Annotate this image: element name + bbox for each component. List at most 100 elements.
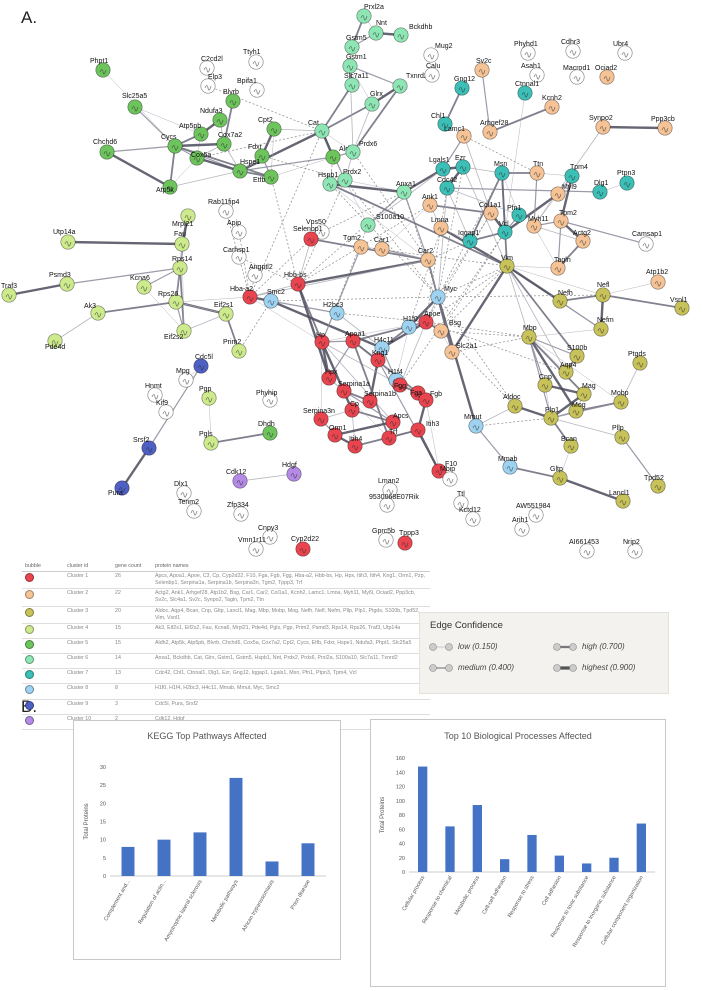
node-bubble[interactable]: [263, 169, 279, 185]
node-bubble[interactable]: [579, 543, 595, 559]
node-ctnnal1[interactable]: Ctnnal1: [515, 81, 539, 101]
node-bubble[interactable]: [468, 418, 484, 434]
node-mug2[interactable]: Mug2: [423, 43, 453, 63]
node-macrod1[interactable]: Macrod1: [563, 65, 590, 85]
node-bubble[interactable]: [231, 224, 247, 240]
node-traf3[interactable]: Traf3: [1, 283, 17, 303]
node-dhdh[interactable]: Dhdh: [258, 421, 278, 441]
node-fdxr[interactable]: Fdxr: [248, 144, 270, 164]
node-slc2a1[interactable]: Slc2a1: [444, 343, 478, 360]
node-lancl1[interactable]: Lancl1: [609, 490, 631, 509]
node-bubble[interactable]: [337, 172, 353, 188]
node-bubble[interactable]: [568, 403, 584, 419]
node-bubble[interactable]: [465, 511, 481, 527]
node-bubble[interactable]: [529, 67, 545, 83]
node-bubble[interactable]: [424, 67, 440, 83]
node-hdgf[interactable]: Hdgf: [282, 462, 302, 482]
node-bubble[interactable]: [550, 260, 566, 276]
node-fgb[interactable]: Fgb: [418, 391, 442, 408]
node-nefh[interactable]: Nefh: [552, 290, 573, 309]
node-sv2c[interactable]: Sv2c: [474, 58, 492, 78]
node-orm1[interactable]: Orm1: [327, 425, 347, 443]
node-vps50[interactable]: Vps50: [306, 219, 330, 240]
node-tpm4[interactable]: Tpm4: [564, 164, 588, 184]
node-plp1[interactable]: Plp1: [543, 407, 559, 426]
node-itih3[interactable]: Itih3: [410, 421, 440, 438]
node-bubble[interactable]: [345, 333, 361, 349]
node-cyp2d22[interactable]: Cyp2d22: [291, 536, 319, 557]
node-tpm2[interactable]: Tpm2: [553, 210, 577, 229]
node-prim2[interactable]: Prim2: [223, 339, 247, 359]
node-bubble[interactable]: [423, 47, 439, 63]
node-kcnh2[interactable]: Kcnh2: [542, 95, 562, 115]
node-bubble[interactable]: [379, 497, 395, 513]
node-bubble[interactable]: [474, 62, 490, 78]
node-eif2s2[interactable]: Eif2s2: [164, 323, 192, 341]
node-cnpy3[interactable]: Cnpy3: [258, 525, 278, 545]
node-bubble[interactable]: [497, 224, 513, 240]
node-bubble[interactable]: [650, 478, 666, 494]
node-bubble[interactable]: [147, 387, 163, 403]
node-cdk12[interactable]: Cdk12: [226, 469, 248, 489]
node-bubble[interactable]: [614, 429, 630, 445]
node-bubble[interactable]: [314, 224, 330, 240]
node-bubble[interactable]: [247, 267, 263, 283]
node-fau[interactable]: Fau: [174, 231, 190, 252]
node-vim[interactable]: Vim: [499, 255, 515, 274]
node-bubble[interactable]: [553, 213, 569, 229]
node-smc2[interactable]: Smc2: [263, 289, 285, 309]
node-mobp[interactable]: Mobp: [611, 390, 629, 410]
node-nefl[interactable]: Nefl: [595, 282, 611, 303]
node-bubble[interactable]: [593, 321, 609, 337]
node-ociad2[interactable]: Ociad2: [595, 65, 617, 85]
node-vsnl1[interactable]: Vsnl1: [670, 297, 690, 316]
node-ndufa3[interactable]: Ndufa3: [200, 108, 228, 128]
node-bubble[interactable]: [362, 393, 378, 409]
node-ubr4[interactable]: Ubr4: [613, 41, 633, 61]
node-vcl[interactable]: Vcl: [497, 221, 513, 240]
node-bubble[interactable]: [193, 126, 209, 142]
node-bubble[interactable]: [242, 289, 258, 305]
node-trf[interactable]: Trf: [381, 429, 398, 446]
node-tpd52[interactable]: Tpd52: [644, 475, 666, 494]
node-bubble[interactable]: [381, 430, 397, 446]
node-pde4d[interactable]: Pde4d: [45, 333, 65, 351]
node-bubble[interactable]: [393, 27, 409, 43]
node-bubble[interactable]: [336, 383, 352, 399]
node-bubble[interactable]: [558, 364, 574, 380]
node-ank1[interactable]: Ank1: [422, 194, 438, 213]
node-nnt[interactable]: Nnt: [368, 20, 387, 41]
node-gprc5b[interactable]: Gprc5b: [372, 528, 395, 548]
node-bubble[interactable]: [189, 150, 205, 166]
node-mog[interactable]: Mog: [568, 402, 586, 419]
node-slc25a5[interactable]: Slc25a5: [122, 93, 147, 115]
node-aw551984[interactable]: AW551984: [516, 503, 550, 523]
node-car1[interactable]: Car1: [374, 237, 390, 257]
node-bubble[interactable]: [552, 293, 568, 309]
node-itih4[interactable]: Itih4: [347, 436, 363, 454]
node-bubble[interactable]: [397, 535, 413, 551]
node-bubble[interactable]: [141, 440, 157, 456]
node-bubble[interactable]: [410, 422, 426, 438]
node-msn[interactable]: Msn: [494, 161, 510, 181]
node-lmna[interactable]: Lmna: [431, 217, 449, 236]
node-bubble[interactable]: [176, 485, 192, 501]
node-bubble[interactable]: [248, 54, 264, 70]
node-hba-a2[interactable]: Hba-a2: [230, 286, 258, 305]
node-bubble[interactable]: [345, 144, 361, 160]
node-bubble[interactable]: [167, 138, 183, 154]
node-aqp4[interactable]: Aqp4: [558, 362, 577, 380]
node-bubble[interactable]: [507, 398, 523, 414]
node-angptl2[interactable]: Angptl2: [247, 264, 273, 283]
node-bubble[interactable]: [342, 58, 358, 74]
node-srsf2[interactable]: Srsf2: [133, 437, 157, 456]
node-bubble[interactable]: [565, 43, 581, 59]
node-chchd6[interactable]: Chchd6: [93, 139, 117, 160]
node-bubble[interactable]: [232, 163, 248, 179]
node-atp5k[interactable]: Atp5k: [156, 179, 178, 195]
node-calu[interactable]: Calu: [424, 63, 441, 83]
node-tgm2[interactable]: Tgm2: [343, 235, 369, 255]
node-ptpn3[interactable]: Ptpn3: [617, 170, 635, 191]
node-bubble[interactable]: [632, 355, 648, 371]
node-bubble[interactable]: [595, 119, 611, 135]
